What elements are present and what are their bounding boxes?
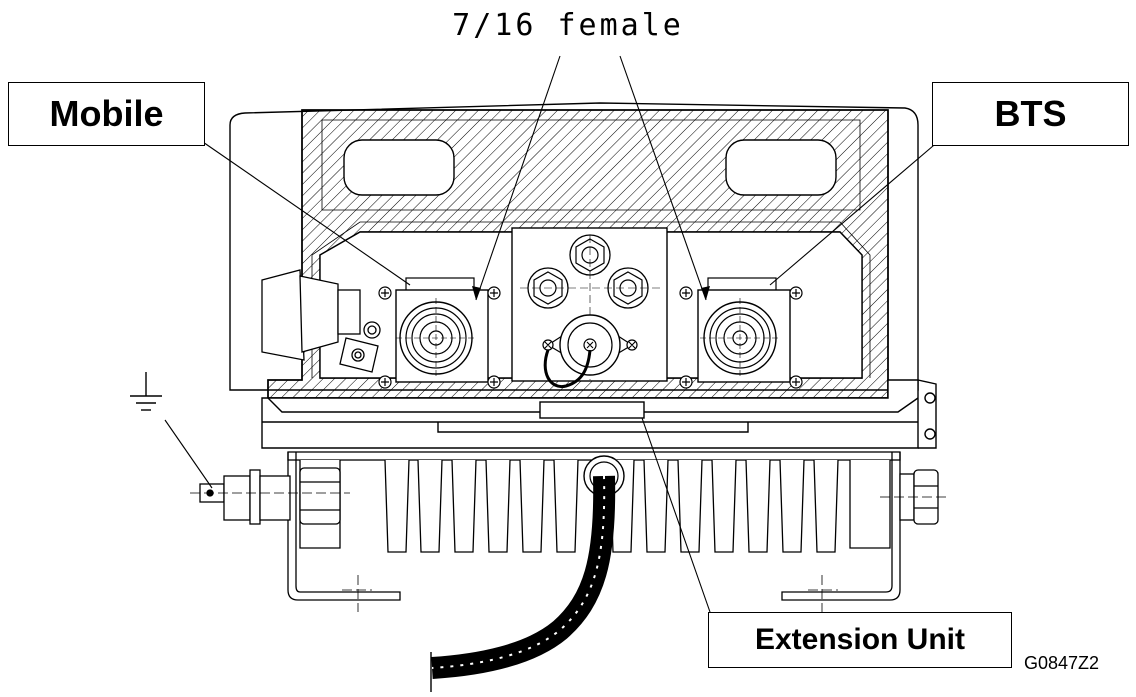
drawing-id: G0847Z2 xyxy=(1024,653,1099,674)
ground-symbol-icon xyxy=(130,372,162,410)
connector-type-callout: 7/16 female xyxy=(0,8,1136,43)
bts-connector xyxy=(698,290,790,382)
extension-port-panel xyxy=(512,228,667,387)
extension-unit-callout: Extension Unit xyxy=(708,612,1012,668)
mobile-callout: Mobile xyxy=(8,82,205,146)
mobile-connector xyxy=(396,290,488,382)
handle-slot-left xyxy=(344,140,454,195)
handle-slot-right xyxy=(726,140,836,195)
ground-stud xyxy=(190,468,350,524)
bts-callout: BTS xyxy=(932,82,1129,146)
